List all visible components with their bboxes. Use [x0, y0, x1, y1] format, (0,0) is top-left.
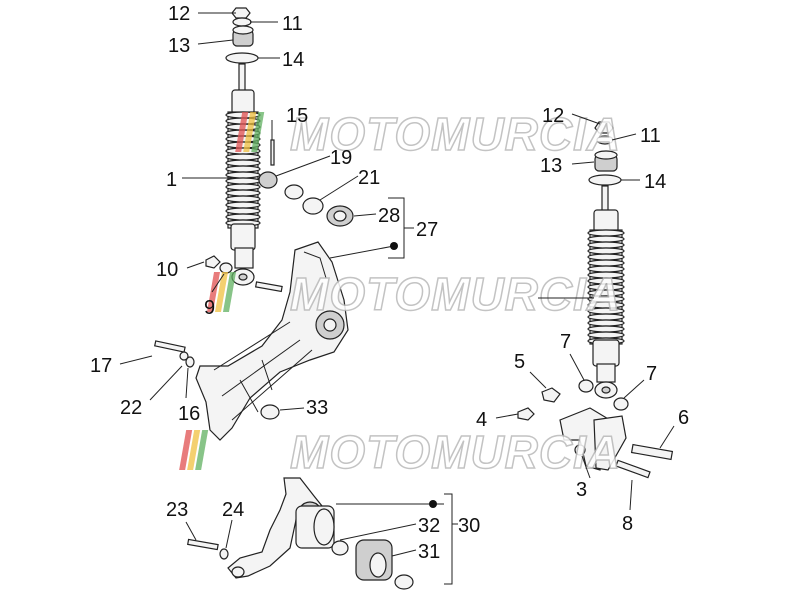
label-11: 11 — [282, 13, 303, 35]
label-32: 32 — [418, 515, 440, 537]
label-23: 23 — [166, 499, 188, 521]
watermark-stripe — [214, 272, 229, 312]
right-shock-absorber — [517, 121, 674, 479]
label-33: 33 — [306, 397, 328, 419]
label-30: 30 — [458, 515, 480, 537]
label-16: 16 — [178, 403, 200, 425]
label-6: 6 — [678, 407, 689, 429]
label-4: 4 — [476, 409, 487, 431]
watermark-text: MOTOMURCIA — [290, 426, 621, 478]
part-number-labels: 12 11 13 14 15 19 1 21 28 27 10 9 17 22 … — [90, 3, 689, 563]
watermark-text: MOTOMURCIA — [290, 108, 621, 160]
label-12-right: 12 — [542, 105, 564, 127]
group-marker-dot — [390, 242, 398, 250]
left-hardware — [205, 139, 354, 274]
label-27: 27 — [416, 219, 438, 241]
label-11-right: 11 — [640, 125, 661, 147]
label-17: 17 — [90, 355, 112, 377]
label-31: 31 — [418, 541, 440, 563]
watermark-stripe — [206, 272, 221, 312]
watermark-stripe — [179, 430, 193, 470]
label-8: 8 — [622, 513, 633, 535]
label-24: 24 — [222, 499, 244, 521]
watermark-stripe — [195, 430, 209, 470]
label-13: 13 — [168, 35, 190, 57]
label-1: 1 — [166, 169, 177, 191]
label-12: 12 — [168, 3, 190, 25]
label-22: 22 — [120, 397, 142, 419]
leader-lines — [119, 12, 675, 585]
watermark-text: MOTOMURCIA — [290, 268, 621, 320]
label-13-right: 13 — [540, 155, 562, 177]
group-marker-dot — [429, 500, 437, 508]
label-10: 10 — [156, 259, 178, 281]
watermark-stripe — [251, 112, 265, 152]
label-28: 28 — [378, 205, 400, 227]
watermark-stripe — [243, 112, 257, 152]
engine-bracket — [153, 241, 349, 441]
label-15: 15 — [286, 105, 308, 127]
label-9: 9 — [204, 297, 215, 319]
watermark-stripe — [235, 112, 249, 152]
label-21: 21 — [358, 167, 380, 189]
label-7-second: 7 — [646, 363, 657, 385]
label-14: 14 — [282, 49, 304, 71]
watermark: MOTOMURCIA MOTOMURCIA MOTOMURCIA — [179, 107, 621, 479]
watermark-stripe — [187, 430, 201, 470]
label-19: 19 — [330, 147, 352, 169]
label-5: 5 — [514, 351, 525, 373]
label-7: 7 — [560, 331, 571, 353]
left-shock-absorber — [225, 7, 261, 286]
label-14-right: 14 — [644, 171, 666, 193]
watermark-stripe — [222, 272, 237, 312]
label-3: 3 — [576, 479, 587, 501]
lower-bracket — [187, 477, 414, 590]
